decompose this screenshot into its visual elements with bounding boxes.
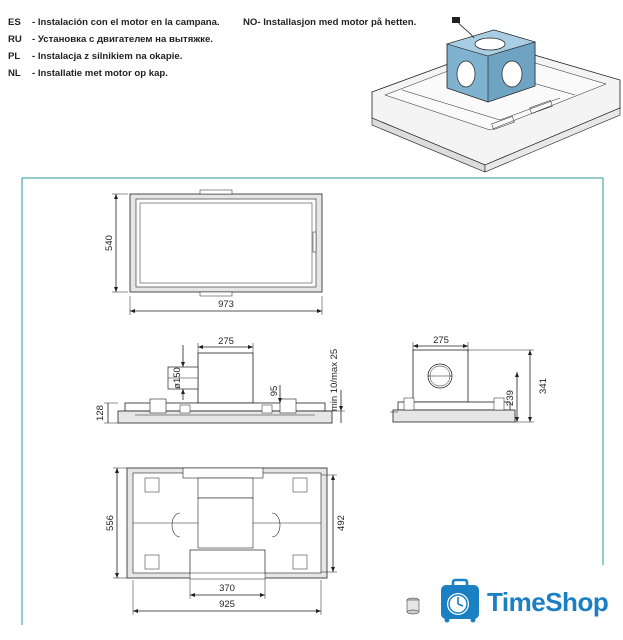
dim-95: 95	[269, 386, 280, 397]
side-view	[390, 342, 534, 423]
caption-no: NO- Installasjon med motor på hetten.	[243, 17, 417, 28]
dim-540: 540	[104, 235, 115, 251]
dim-front-275: 275	[218, 336, 234, 347]
dim-min-max: min 10/max 25	[329, 349, 340, 411]
dim-128: 128	[95, 405, 106, 421]
front-view	[104, 343, 345, 424]
top-view	[112, 189, 323, 315]
timeshop-logo-icon	[441, 578, 479, 623]
brand-name: TimeShop	[487, 587, 609, 617]
caption-nl: NL- Installatie met motor op kap.	[8, 68, 168, 79]
dim-556: 556	[105, 515, 116, 531]
dim-239: 239	[505, 390, 516, 406]
caption-ru: RU- Установка с двигателем на вытяжке.	[8, 34, 213, 45]
dim-973: 973	[218, 299, 234, 310]
dim-side-275: 275	[433, 335, 449, 346]
dim-925: 925	[219, 599, 235, 610]
dim-diameter-150: ø150	[172, 367, 183, 389]
dim-341: 341	[538, 378, 549, 394]
caption-pl: PL- Instalacja z silnikiem na okapie.	[8, 51, 183, 62]
spool-icon	[406, 597, 420, 615]
dim-492: 492	[336, 515, 347, 531]
bottom-view	[113, 467, 337, 615]
caption-list: ES- Instalación con el motor en la campa…	[8, 14, 220, 82]
isometric-hood-illustration	[371, 17, 621, 173]
dim-370: 370	[219, 583, 235, 594]
caption-es: ES- Instalación con el motor en la campa…	[8, 17, 220, 28]
